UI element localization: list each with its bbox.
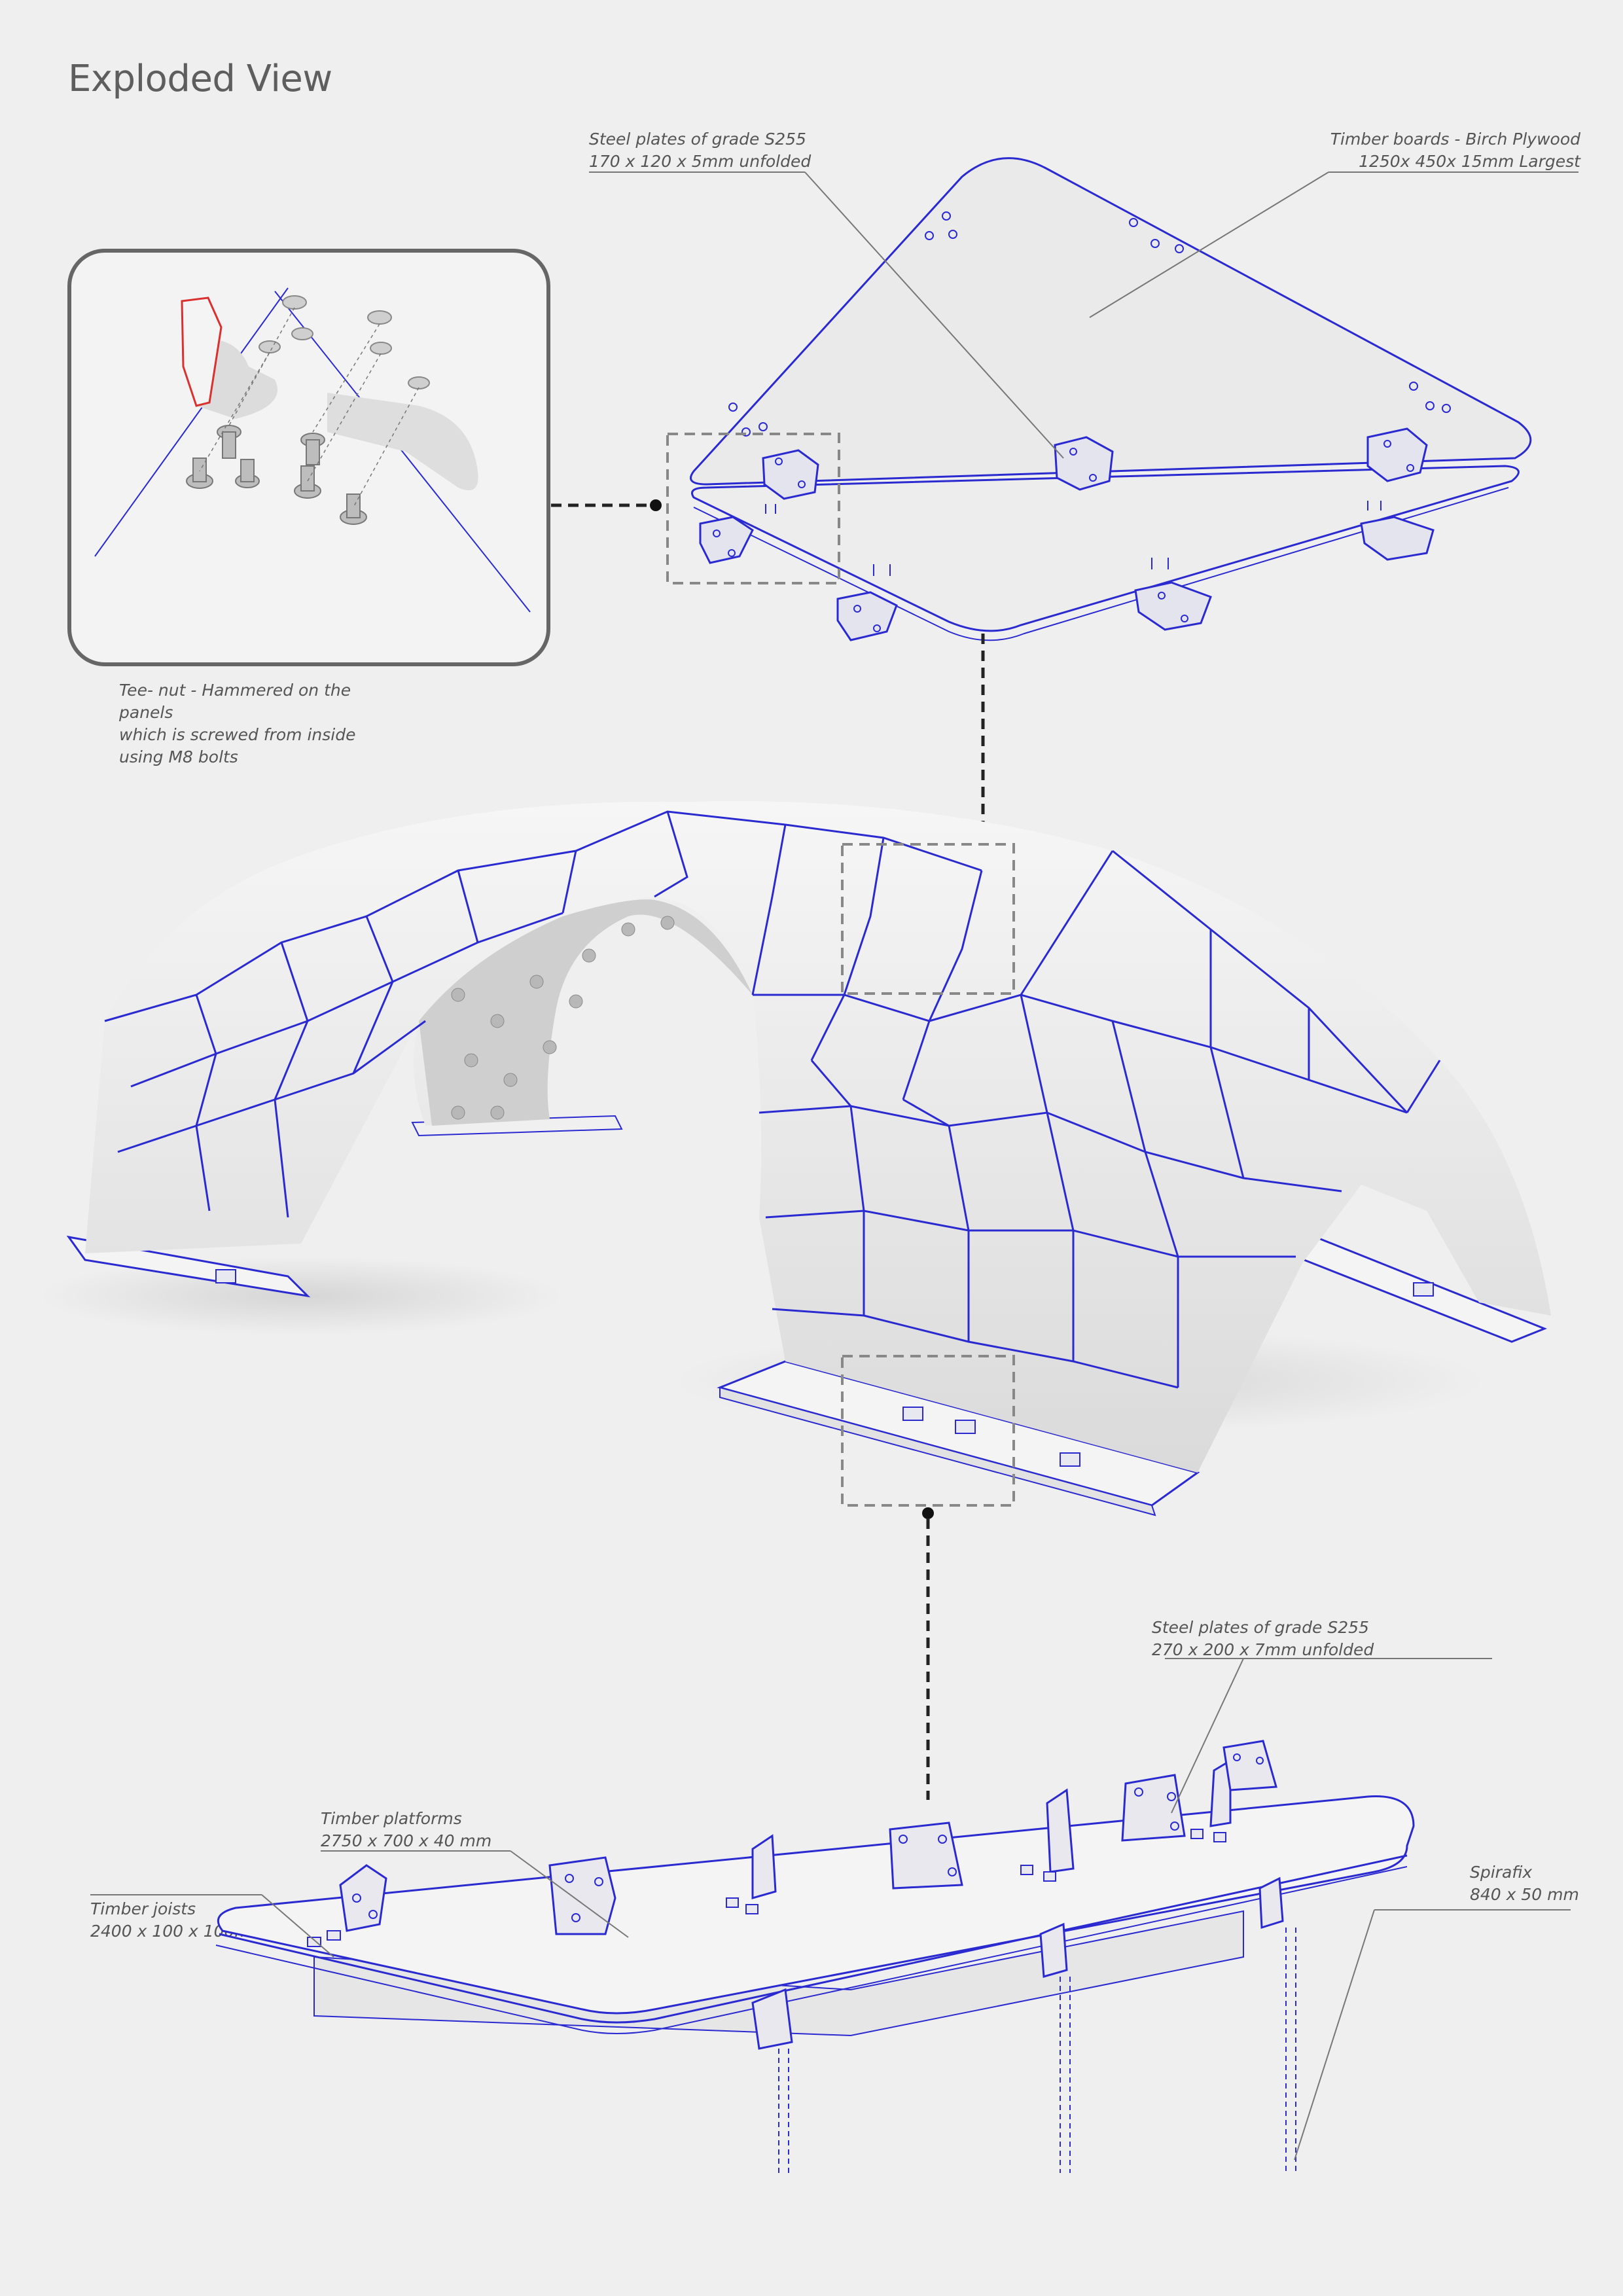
timber-platform: [217, 1795, 1415, 2015]
bracket-bolts: [352, 1753, 1264, 1922]
arch-body: [85, 800, 1551, 1473]
underside-brackets: [751, 1876, 1284, 2050]
steel-brackets-platform: [339, 1740, 1277, 1935]
timber-board-upper: [690, 157, 1532, 486]
timber-joist: [313, 1910, 1244, 2037]
arch-pavilion: [39, 800, 1551, 1516]
spirafix-anchors: [778, 1928, 1296, 2173]
m8-bolts: [186, 425, 367, 525]
page-title: Exploded View: [68, 58, 332, 100]
detail-box-connector: [666, 433, 840, 584]
arch-interior: [419, 899, 753, 1126]
leader-timber-boards: [1089, 171, 1329, 318]
platform-assembly: [90, 1658, 1571, 2173]
arch-panel-seams: [104, 810, 1441, 1389]
bolt-holes: [728, 211, 1451, 437]
detail-box-arch-top: [841, 843, 1015, 995]
interior-connectors: [451, 916, 675, 1120]
tee-nuts: [259, 295, 430, 389]
base-brackets: [215, 1269, 1434, 1467]
plate-bolts-upper: [713, 440, 1414, 632]
inset-tee-nut-detail: [67, 249, 550, 666]
left-platform: [66, 1235, 311, 1298]
leader-steel-plates-top: [804, 171, 1064, 459]
steel-plates-upper: [699, 427, 1435, 641]
highlighted-plate: [181, 296, 223, 407]
exploded-panel-assembly: [589, 157, 1578, 641]
timber-board-lower-edge: [693, 487, 1509, 641]
detail-box-arch-base: [841, 1355, 1015, 1507]
timber-board-lower: [691, 465, 1520, 632]
